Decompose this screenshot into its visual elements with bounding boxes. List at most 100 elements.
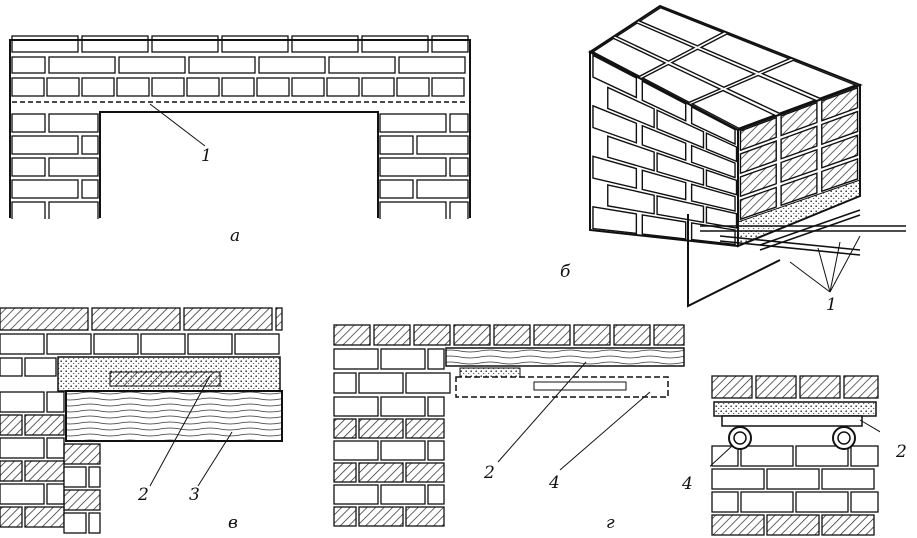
brick: [373, 324, 411, 346]
front-brick: [656, 152, 705, 186]
section-mortar-layer: [713, 401, 877, 417]
front-brick: [592, 206, 638, 235]
front-brick: [656, 109, 705, 149]
brick: [221, 77, 255, 97]
brick: [11, 35, 79, 53]
brick: [398, 56, 466, 74]
brick: [11, 157, 46, 177]
front-brick: [705, 169, 738, 196]
brick: [361, 77, 395, 97]
front-brick: [690, 105, 736, 146]
brick: [795, 445, 849, 467]
brick: [333, 462, 357, 483]
brick: [740, 491, 794, 513]
brick: [118, 56, 186, 74]
brick: [431, 35, 469, 53]
side-brick: [739, 139, 777, 175]
brick: [379, 113, 447, 133]
brick: [11, 201, 46, 219]
section-leader-4: [710, 445, 733, 467]
brick: [449, 157, 469, 177]
top-brick: [670, 48, 757, 88]
brick: [380, 396, 426, 417]
brick: [573, 324, 611, 346]
panel-a-label: а: [230, 226, 240, 246]
panel-a-brick-lintel: [11, 35, 469, 219]
brick: [0, 483, 45, 505]
brick: [81, 35, 149, 53]
front-brick: [705, 132, 738, 163]
front-brick: [690, 222, 736, 246]
side-brick: [739, 186, 777, 221]
brick: [333, 440, 379, 461]
brick: [380, 440, 426, 461]
side-brick: [739, 116, 777, 152]
brick: [46, 391, 65, 413]
brick: [380, 348, 426, 370]
brick: [0, 391, 45, 413]
brick: [416, 179, 469, 199]
brick: [81, 135, 99, 155]
brick: [188, 56, 256, 74]
brick: [11, 113, 46, 133]
brick: [63, 489, 101, 511]
panel-b-leaders: [789, 235, 861, 293]
side-brick: [739, 163, 777, 198]
front-brick: [690, 144, 736, 179]
brick: [256, 77, 290, 97]
brick: [88, 466, 101, 488]
brick: [405, 506, 445, 527]
panel-g-leader-4: [559, 391, 651, 471]
side-brick: [821, 134, 859, 169]
brick: [413, 324, 451, 346]
brick: [850, 445, 879, 467]
brick: [396, 77, 430, 97]
brick: [766, 514, 820, 536]
brick: [358, 418, 404, 439]
side-brick: [821, 158, 859, 193]
brick: [0, 307, 89, 331]
brick: [533, 324, 571, 346]
brick: [358, 462, 404, 483]
panel-a-outline: [9, 39, 471, 218]
top-brick: [591, 37, 667, 78]
panel-v-leader-3: [197, 431, 233, 487]
brick: [850, 491, 879, 513]
front-brick: [607, 184, 655, 215]
panel-g-bolt-slot: [533, 381, 627, 391]
section-view: [710, 375, 880, 536]
brick: [63, 512, 87, 534]
brick: [234, 333, 280, 355]
brick: [88, 512, 101, 534]
brick: [93, 333, 139, 355]
panel-a-leader: [149, 103, 206, 147]
top-brick: [614, 22, 696, 62]
section-callout-4: 4: [681, 474, 693, 494]
side-brick: [780, 101, 818, 137]
front-brick: [641, 214, 687, 240]
top-brick: [725, 74, 817, 115]
brick: [46, 483, 65, 505]
panel-b-isometric-reinforced-lintel: [588, 4, 906, 308]
panel-g-callout-2: 2: [483, 463, 495, 483]
brick: [0, 460, 23, 482]
front-brick: [592, 104, 638, 144]
brick: [821, 514, 875, 536]
brick: [48, 56, 116, 74]
brick: [333, 418, 357, 439]
section-leader-2: [859, 419, 880, 433]
brick: [711, 468, 765, 490]
brick: [333, 396, 379, 417]
brick: [140, 333, 186, 355]
brick: [11, 179, 79, 199]
brick: [63, 466, 87, 488]
brick: [427, 484, 445, 505]
brick: [11, 135, 79, 155]
brick: [493, 324, 531, 346]
panel-g-callout-4: 4: [548, 473, 560, 493]
brick: [766, 468, 820, 490]
panel-v-leader-2: [149, 375, 211, 487]
brick: [221, 35, 289, 53]
brick: [427, 396, 445, 417]
